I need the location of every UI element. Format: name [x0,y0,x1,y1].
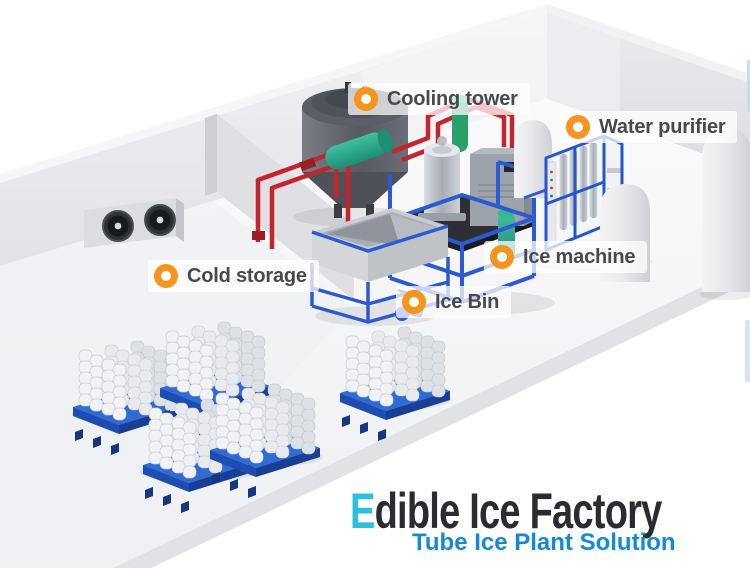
edge-artifact [747,60,750,112]
callout-label: Ice Bin [435,290,500,313]
callout-cold-storage: Cold storage [148,260,319,292]
callout-label: Water purifier [599,115,726,138]
callout-label: Cooling tower [387,87,518,110]
evaporator-unit [84,198,184,248]
callout-label: Ice machine [523,245,636,268]
label-marker-icon [402,290,426,314]
callout-ice-machine: Ice machine [484,241,648,273]
edge-artifact [745,320,750,382]
label-marker-icon [490,245,514,269]
label-marker-icon [154,264,178,288]
subtitle: Tube Ice Plant Solution [412,529,676,556]
main-title: Edible Ice Factory [350,486,662,536]
callout-water-purifier: Water purifier [560,111,738,143]
callout-ice-bin: Ice Bin [396,286,512,318]
title-rest: dible Ice Factory [374,483,663,539]
callout-cooling-tower: Cooling tower [348,83,530,115]
label-marker-icon [354,87,378,111]
pipe-valves [252,157,317,240]
title-highlight-letter: E [350,483,375,539]
callout-label: Cold storage [187,264,307,287]
label-marker-icon [566,115,590,139]
